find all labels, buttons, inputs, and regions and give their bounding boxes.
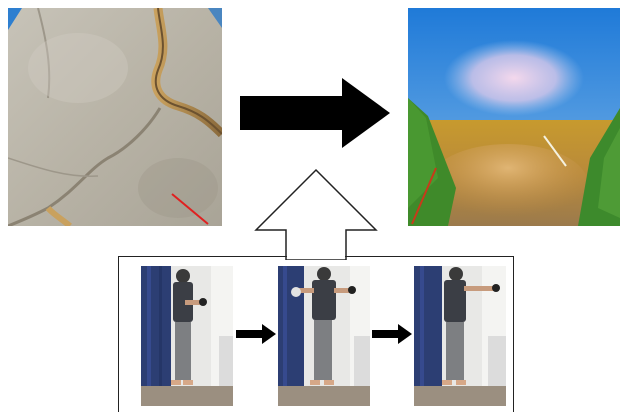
pose-photo-2 xyxy=(278,266,370,406)
pose-photo-3 xyxy=(414,266,506,406)
rock-surface-image xyxy=(8,8,222,226)
right-arrow-icon xyxy=(372,324,412,344)
virtual-landscape-image xyxy=(408,8,620,226)
up-arrow-icon xyxy=(254,168,378,260)
pose-photo-1 xyxy=(141,266,233,406)
right-arrow-icon xyxy=(238,76,392,150)
right-arrow-icon xyxy=(236,324,276,344)
